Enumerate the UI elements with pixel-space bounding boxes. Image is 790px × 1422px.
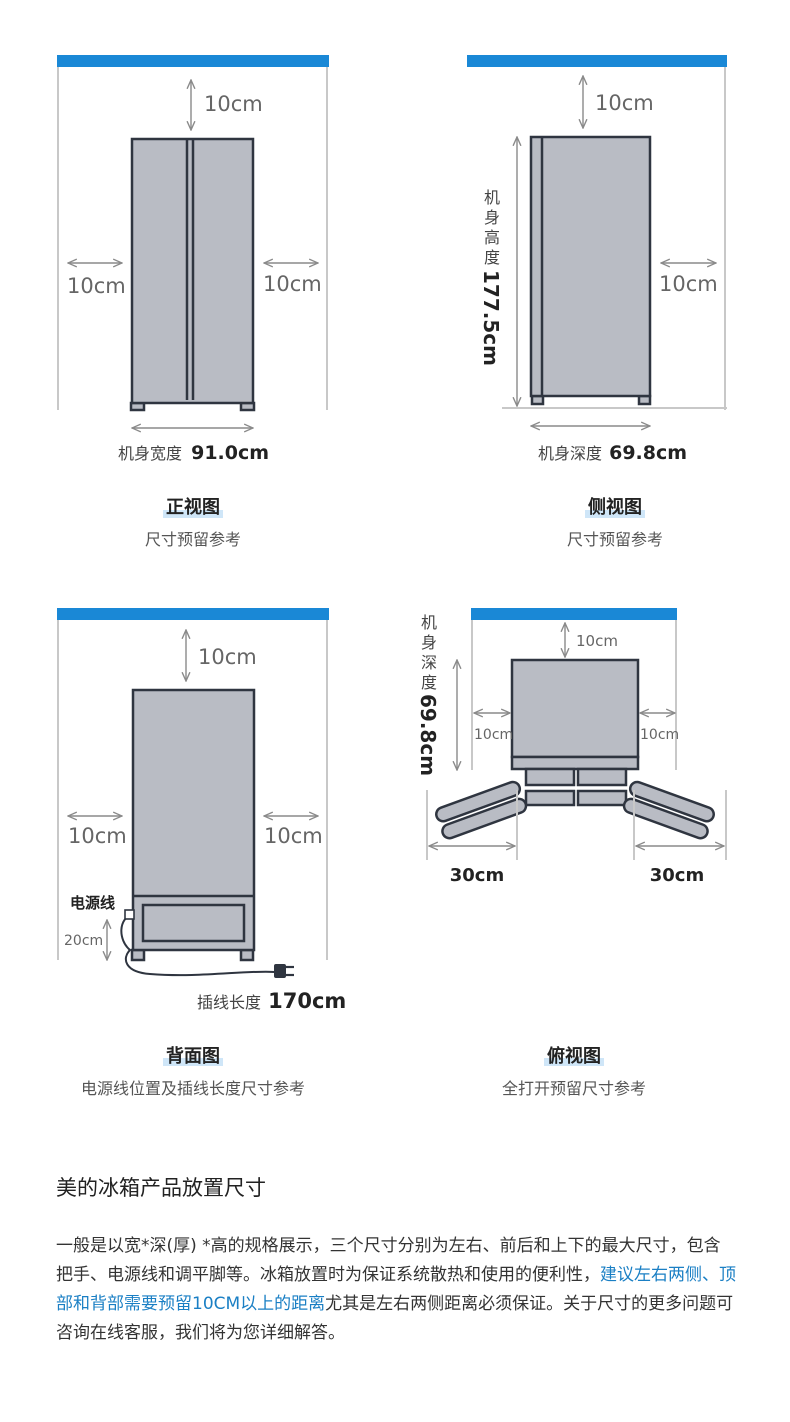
top-right-gap: 10cm <box>640 727 679 743</box>
desc-text-1: 一般是以宽*深(厚) *高的规格展示，三个尺寸分别为左右、前后和上下的最大尺寸，… <box>56 1236 721 1285</box>
back-right-gap: 10cm <box>264 824 323 848</box>
placement-diagrams: 10cm 10cm 10cm 机身宽度 91.0cm 正视图 尺寸预留参考 10… <box>57 55 727 1098</box>
side-right-gap: 10cm <box>659 272 718 296</box>
front-fridge <box>129 137 256 412</box>
back-view: 10cm 10cm 10cm 电源线 20cm 插线长度 170cm 背面图 电… <box>57 608 346 1098</box>
top-title-underline <box>544 1058 604 1066</box>
svg-text:度: 度 <box>421 673 437 692</box>
front-left-gap: 10cm <box>67 274 126 298</box>
side-view: 10cm 机 身 高 度 177.5cm 10cm 机身深度 69.8cm 侧视… <box>467 55 727 549</box>
top-left-gap: 10cm <box>474 727 513 743</box>
svg-text:身: 身 <box>484 208 500 227</box>
svg-text:机: 机 <box>484 188 500 207</box>
top-depth-label: 机 身 深 度 <box>421 613 437 692</box>
power-cord-label: 电源线 <box>70 894 115 912</box>
front-right-gap: 10cm <box>263 272 322 296</box>
back-left-gap: 10cm <box>68 824 127 848</box>
side-top-gap: 10cm <box>595 91 654 115</box>
front-width-label: 机身宽度 <box>118 444 182 463</box>
cord-length-label: 插线长度 <box>197 993 261 1012</box>
back-subtitle: 电源线位置及插线长度尺寸参考 <box>81 1079 305 1098</box>
power-socket <box>124 909 135 920</box>
back-ceiling-bar <box>57 608 329 620</box>
side-height-value: 177.5cm <box>479 270 503 366</box>
power-cord <box>120 913 276 977</box>
front-width-value: 91.0cm <box>191 442 269 464</box>
top-ceiling-bar <box>471 608 677 620</box>
front-title: 正视图 <box>166 496 220 518</box>
cord-length-value: 170cm <box>268 989 346 1013</box>
back-title-underline <box>163 1058 223 1066</box>
side-depth-text: 机身深度 69.8cm <box>538 442 687 464</box>
front-top-gap: 10cm <box>204 92 263 116</box>
back-fridge <box>130 688 256 962</box>
svg-text:高: 高 <box>484 228 500 247</box>
side-fridge <box>529 135 652 406</box>
right-door-clearance: 30cm <box>650 865 704 886</box>
side-ceiling-bar <box>467 55 727 67</box>
section-description: 一般是以宽*深(厚) *高的规格展示，三个尺寸分别为左右、前后和上下的最大尺寸，… <box>56 1232 736 1348</box>
desc-highlight: 建议左右两侧、顶部和背部需要预留10CM以上的距离 <box>56 1265 736 1314</box>
section-title: 美的冰箱产品放置尺寸 <box>56 1176 266 1200</box>
front-title-underline <box>163 510 223 518</box>
left-door-clearance: 30cm <box>450 865 504 886</box>
svg-text:机: 机 <box>421 613 437 632</box>
side-height-label: 机 身 高 度 <box>484 188 500 267</box>
top-top-gap: 10cm <box>576 632 618 650</box>
plug-icon <box>274 964 294 978</box>
desc-text-2: 尤其是左右两侧距离必须保证。关于尺寸的更多问题可咨询在线客服，我们将为您详细解答… <box>56 1294 734 1343</box>
front-width-text: 机身宽度 91.0cm <box>118 442 269 464</box>
front-view: 10cm 10cm 10cm 机身宽度 91.0cm 正视图 尺寸预留参考 <box>57 55 329 549</box>
cord-length-text: 插线长度 170cm <box>197 989 346 1013</box>
svg-text:深: 深 <box>421 653 437 672</box>
front-subtitle: 尺寸预留参考 <box>145 530 241 549</box>
side-title: 侧视图 <box>588 496 642 518</box>
side-depth-label: 机身深度 <box>538 444 602 463</box>
top-title: 俯视图 <box>547 1045 601 1067</box>
top-view: 10cm 10cm 10cm 机 身 深 度 69.8cm 30cm 30cm … <box>416 608 727 1098</box>
back-top-gap: 10cm <box>198 645 257 669</box>
side-title-underline <box>585 510 645 518</box>
top-subtitle: 全打开预留尺寸参考 <box>502 1079 646 1098</box>
svg-text:身: 身 <box>421 633 437 652</box>
front-ceiling-bar <box>57 55 329 67</box>
side-depth-value: 69.8cm <box>609 442 687 464</box>
top-fridge <box>435 658 715 840</box>
back-title: 背面图 <box>166 1045 220 1067</box>
power-height-value: 20cm <box>64 933 103 949</box>
top-depth-value: 69.8cm <box>416 694 440 776</box>
svg-text:度: 度 <box>484 248 500 267</box>
side-subtitle: 尺寸预留参考 <box>567 530 663 549</box>
